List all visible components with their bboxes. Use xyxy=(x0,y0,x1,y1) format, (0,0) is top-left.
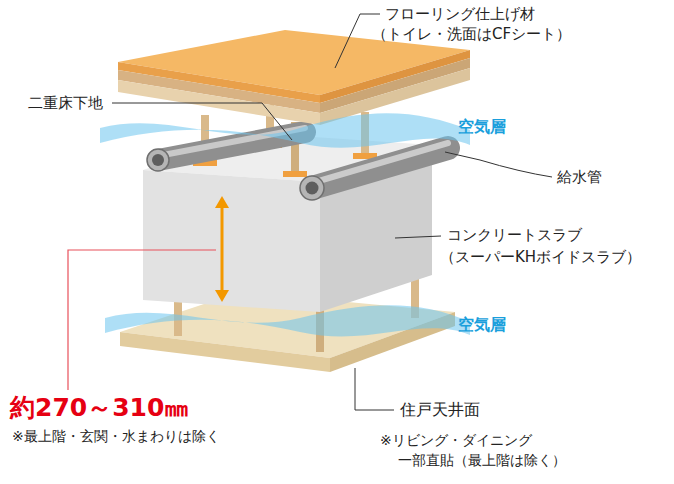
slab-label: コンクリートスラブ xyxy=(447,226,582,244)
air-layer-label: 空気層 xyxy=(458,315,506,334)
dimension-label: 約270～310㎜ xyxy=(10,393,189,423)
ceiling-label: 住戸天井面 xyxy=(400,400,480,419)
finish-note: （トイレ・洗面はCFシート） xyxy=(372,25,571,43)
dimension-note: ※最上階・玄関・水まわりは除く xyxy=(12,428,220,445)
subfloor-label: 二重床下地 xyxy=(28,94,103,112)
slab-note: （スーパーKHボイドスラブ） xyxy=(440,248,641,266)
pipe-label: 給水管 xyxy=(557,168,602,186)
finish-label: フローリング仕上げ材 xyxy=(385,5,535,23)
ceiling-note: 一部直貼（最上階は除く） xyxy=(398,452,566,469)
air-layer-label: 空気層 xyxy=(458,117,506,136)
ceiling-note: ※リビング・ダイニング xyxy=(380,432,532,449)
